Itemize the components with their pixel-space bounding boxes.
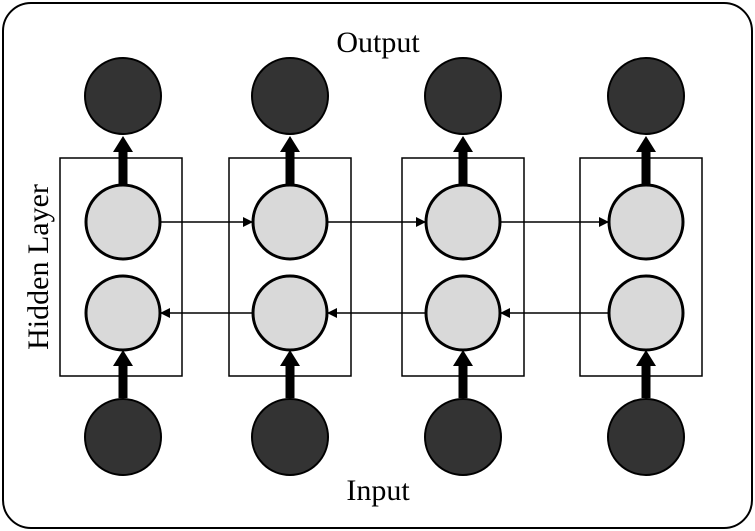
hidden-backward-nodes <box>84 274 685 352</box>
output-node-2 <box>251 57 329 135</box>
output-node-4 <box>607 57 685 135</box>
input-arrowhead-3 <box>453 350 473 366</box>
output-arrowhead-3 <box>453 136 473 152</box>
input-arrowhead-2 <box>280 350 300 366</box>
output-arrowhead-2 <box>280 136 300 152</box>
hidden-backward-node-3 <box>424 274 502 352</box>
hidden-box-4 <box>579 157 703 377</box>
output-nodes <box>84 57 685 135</box>
hidden-backward-node-4 <box>607 274 685 352</box>
hidden-backward-node-1 <box>84 274 162 352</box>
output-arrowhead-4 <box>636 136 656 152</box>
input-arrowhead-1 <box>113 350 133 366</box>
hidden-forward-node-1 <box>84 183 162 261</box>
input-label: Input <box>346 474 410 507</box>
hidden-forward-node-4 <box>607 183 685 261</box>
hidden-layer-label: Hidden Layer <box>22 184 55 350</box>
input-nodes <box>84 398 685 476</box>
output-label: Output <box>336 26 420 59</box>
input-node-1 <box>84 398 162 476</box>
output-arrowhead-1 <box>113 136 133 152</box>
hidden-forward-node-2 <box>251 183 329 261</box>
output-node-1 <box>84 57 162 135</box>
output-arrows <box>113 136 656 184</box>
input-node-3 <box>424 398 502 476</box>
input-arrows <box>113 350 656 398</box>
output-node-3 <box>424 57 502 135</box>
input-node-4 <box>607 398 685 476</box>
input-arrowhead-4 <box>636 350 656 366</box>
hidden-forward-node-3 <box>424 183 502 261</box>
input-node-2 <box>251 398 329 476</box>
hidden-backward-node-2 <box>251 274 329 352</box>
hidden-forward-nodes <box>84 183 685 261</box>
